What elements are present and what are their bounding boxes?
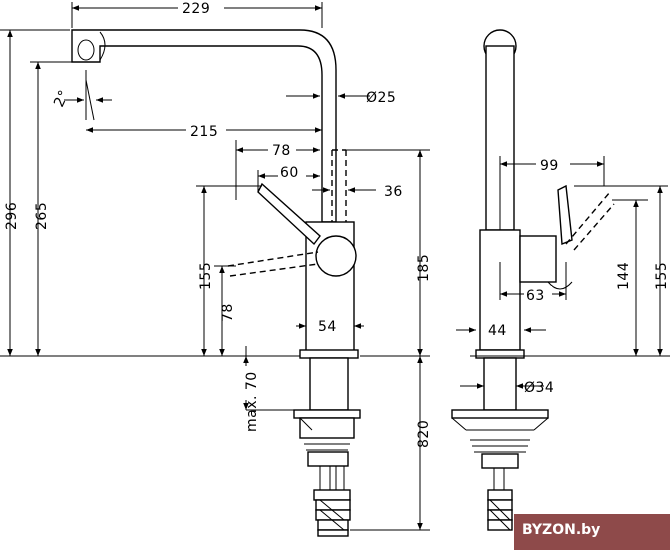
dim-total-height: 296 [4,202,20,230]
dim-shank-diameter: Ø34 [524,380,554,396]
dim-counter-max: max. 70 [244,371,260,432]
dim-side-base-width: 44 [488,323,507,339]
dim-side-body-depth: 63 [526,288,545,304]
watermark-text: BYZON.by [522,522,600,538]
handle-knob [315,235,357,277]
dim-handle-offset: 60 [280,165,299,181]
front-dimensions: 229 296 265 2° 215 Ø25 78 [0,0,432,531]
handle-alt-position [227,251,319,277]
dim-handle-base: 78 [220,303,236,322]
dim-side-handle-height: 144 [616,262,632,290]
handle [257,182,321,246]
watermark-badge: BYZON.by [514,514,670,550]
front-view [71,29,361,537]
dim-outlet-offset: 215 [190,124,218,140]
dim-spout-reach: 229 [182,1,210,17]
dim-side-handle-reach: 99 [540,158,559,174]
dim-base-width: 54 [318,319,337,335]
dim-handle-clearance: 36 [384,184,403,200]
dim-spout-angle: 2° [51,88,73,110]
dim-handle-reach: 78 [272,143,291,159]
dim-outlet-height: 265 [34,202,50,230]
side-dimensions: 99 63 144 155 44 Ø34 [456,156,670,396]
dim-hose-length: 820 [416,420,432,448]
dim-spout-diameter: Ø25 [366,90,396,106]
dim-side-height: 155 [654,262,670,290]
dim-handle-height: 155 [198,262,214,290]
side-view [451,29,615,531]
dim-body-height: 185 [416,254,432,282]
